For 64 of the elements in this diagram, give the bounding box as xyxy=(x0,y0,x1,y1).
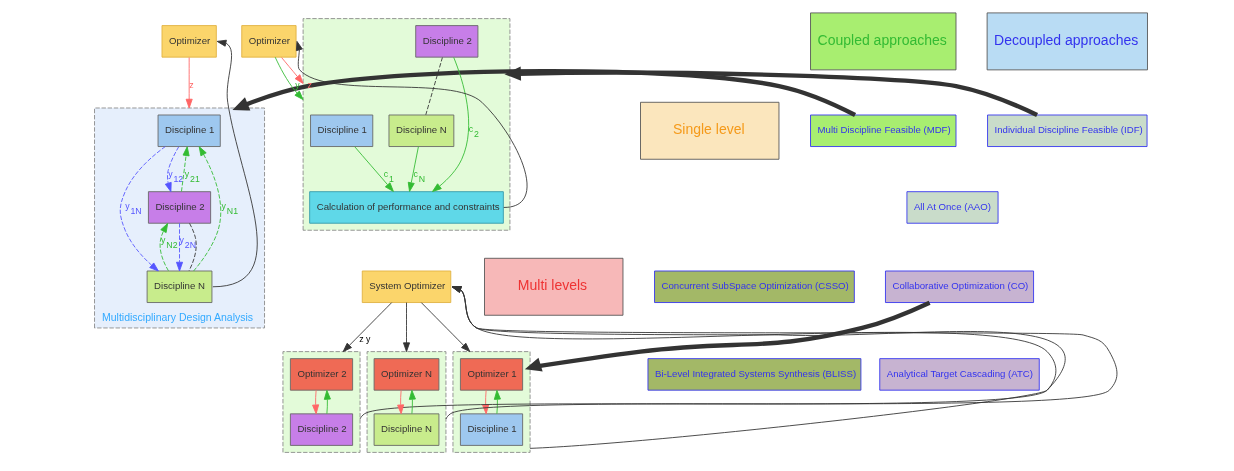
cluster xyxy=(452,351,531,453)
node-box: Optimizer xyxy=(161,25,217,58)
arrow xyxy=(431,57,469,192)
edge-label: z xyxy=(188,80,194,91)
node-box: System Optimizer xyxy=(361,270,451,303)
node-box: Optimizer 2 xyxy=(289,358,353,391)
node-box: Discipline N xyxy=(373,413,439,446)
node-box: Discipline 2 xyxy=(414,25,478,58)
cluster xyxy=(282,351,360,453)
arrow xyxy=(493,390,501,415)
node-box: Bi-Level Integrated Systems Synthesis (BLISS) xyxy=(647,358,861,391)
arrow xyxy=(524,300,931,372)
node-box: Collaborative Optimization (CO) xyxy=(884,270,1034,303)
arrow xyxy=(420,302,470,353)
arrow xyxy=(185,57,193,109)
node-box: Multi Discipline Feasible (MDF) xyxy=(809,114,956,147)
arrow xyxy=(295,40,527,208)
node-box: Individual Discipline Feasible (IDF) xyxy=(986,114,1147,147)
arrow xyxy=(231,68,856,117)
arrow xyxy=(396,390,404,415)
arrow xyxy=(323,390,331,415)
arrow xyxy=(175,222,183,272)
node-box: Discipline 1 xyxy=(157,114,221,147)
node-box: Discipline 2 xyxy=(147,191,211,224)
arrow xyxy=(503,66,1038,117)
edge-label: z y xyxy=(358,333,370,344)
node-box: Optimizer xyxy=(240,25,297,58)
cluster xyxy=(302,18,510,231)
arrow xyxy=(274,56,304,101)
node-box: Discipline 2 xyxy=(289,413,353,446)
arrow xyxy=(445,286,1117,420)
arrow xyxy=(192,146,221,272)
arrow xyxy=(353,146,394,192)
node-box: Decoupled approaches xyxy=(986,12,1148,71)
node-box: Optimizer 1 xyxy=(459,358,523,391)
node-box: Discipline 1 xyxy=(309,114,373,147)
node-box: Discipline N xyxy=(146,270,212,303)
arrow xyxy=(342,302,392,353)
arrow xyxy=(211,39,258,288)
node-box: Calculation of performance and constraints xyxy=(308,191,504,224)
arrow xyxy=(408,390,416,415)
arrow xyxy=(402,302,410,353)
arrow xyxy=(159,223,169,272)
node-box: Multi levels xyxy=(483,257,623,316)
arrow xyxy=(280,57,304,84)
node-box: Analytical Target Cascading (ATC) xyxy=(878,358,1040,391)
connector xyxy=(188,222,197,272)
arrow xyxy=(164,146,179,193)
connector xyxy=(424,57,443,116)
arrow xyxy=(311,390,319,415)
node-box: Optimizer N xyxy=(373,358,439,391)
node-box: Discipline N xyxy=(388,114,454,147)
arrow xyxy=(407,146,419,192)
node-box: Coupled approaches xyxy=(809,12,956,71)
node-box: Concurrent SubSpace Optimization (CSSO) xyxy=(653,270,855,303)
node-box: All At Once (AAO) xyxy=(906,191,998,224)
node-box: Single level xyxy=(639,101,779,160)
arrow xyxy=(451,286,1056,449)
arrow xyxy=(180,146,190,192)
node-box: Discipline 1 xyxy=(459,413,523,446)
edge-label: y xyxy=(294,80,300,91)
cluster xyxy=(366,351,446,453)
arrow xyxy=(119,146,166,272)
edge-label: z xyxy=(306,80,312,91)
